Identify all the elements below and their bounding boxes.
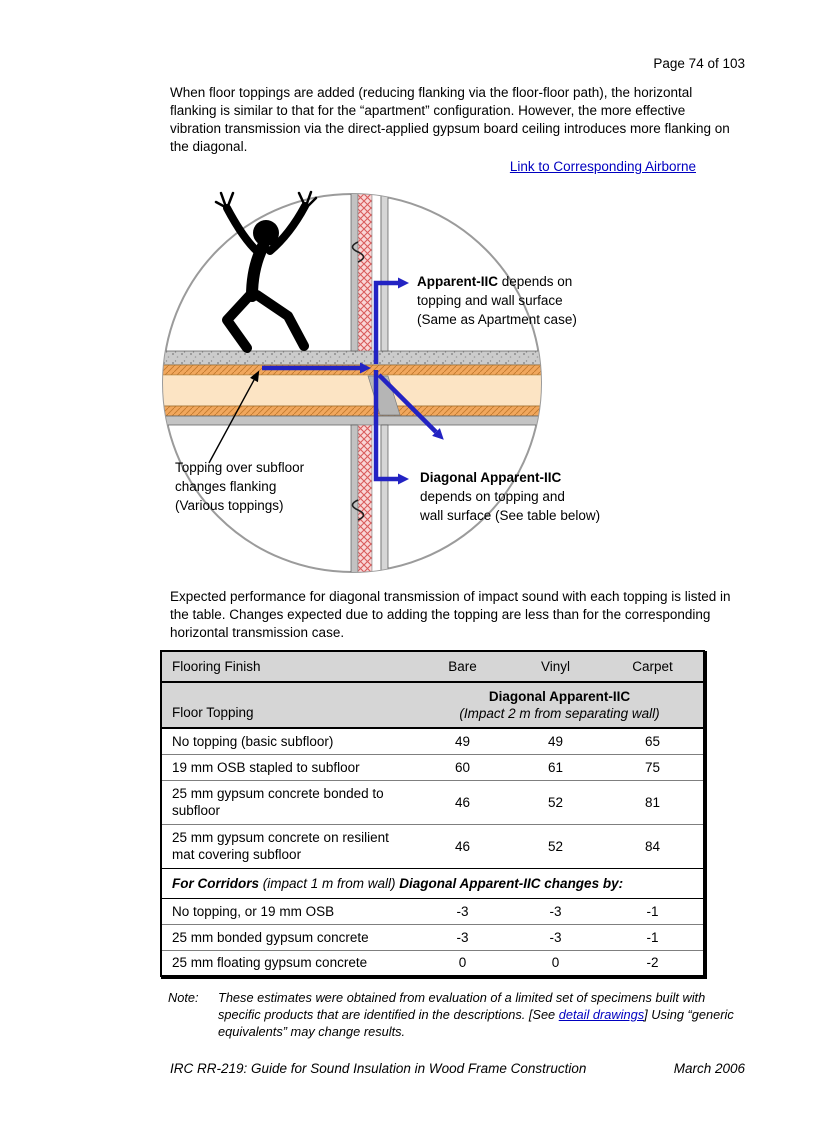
diagonal-path-arrowhead <box>432 428 444 440</box>
note-block: Note: These estimates were obtained from… <box>168 989 738 1040</box>
table-subheader-row: Floor Topping Diagonal Apparent-IIC (Imp… <box>161 682 704 729</box>
footer-date: March 2006 <box>673 1061 745 1076</box>
diagram-region: Apparent-IIC depends on topping and wall… <box>0 180 816 580</box>
transmission-path-arrows <box>262 277 444 485</box>
jumping-person-figure <box>214 190 318 353</box>
table-row: 25 mm bonded gypsum concrete -3 -3 -1 <box>161 924 704 951</box>
note-text: These estimates were obtained from evalu… <box>218 990 734 1039</box>
page-footer: IRC RR-219: Guide for Sound Insulation i… <box>170 1061 745 1076</box>
diagonal-label-arrowhead <box>398 473 409 485</box>
performance-table: Flooring Finish Bare Vinyl Carpet Floor … <box>160 650 705 977</box>
table-row: No topping (basic subfloor) 49 49 65 <box>161 728 704 755</box>
col-header-carpet: Carpet <box>602 651 704 683</box>
col-header-bare: Bare <box>416 651 509 683</box>
footer-title: IRC RR-219: Guide for Sound Insulation i… <box>170 1061 587 1076</box>
break-mark-squiggles <box>351 241 365 521</box>
topping-label: Topping over subfloor changes flanking (… <box>175 460 305 513</box>
floor-wall-junction-diagram <box>162 190 542 573</box>
airborne-link-row: Link to Corresponding Airborne <box>170 159 726 174</box>
table-row: 25 mm gypsum concrete on resilient mat c… <box>161 824 704 869</box>
diagonal-apparent-iic-label: Diagonal Apparent-IIC depends on topping… <box>420 470 601 523</box>
table-intro-paragraph: Expected performance for diagonal transm… <box>170 589 731 640</box>
diagonal-apparent-iic-header: Diagonal Apparent-IIC (Impact 2 m from s… <box>416 682 704 729</box>
table-header-row: Flooring Finish Bare Vinyl Carpet <box>161 651 704 683</box>
detail-drawings-link[interactable]: detail drawings <box>558 1007 645 1022</box>
col-header-floor-topping: Floor Topping <box>161 682 416 729</box>
intro-paragraph: When floor toppings are added (reducing … <box>170 85 730 154</box>
corridor-section-header-row: For Corridors (impact 1 m from wall) Dia… <box>161 868 704 899</box>
col-header-vinyl: Vinyl <box>509 651 602 683</box>
col-header-flooring-finish: Flooring Finish <box>161 651 416 683</box>
table-row: 25 mm floating gypsum concrete 0 0 -2 <box>161 950 704 977</box>
airborne-link[interactable]: Link to Corresponding Airborne <box>509 159 696 174</box>
table-row: 19 mm OSB stapled to subfloor 60 61 75 <box>161 754 704 781</box>
note-label: Note: <box>168 990 199 1005</box>
apparent-iic-label: Apparent-IIC depends on topping and wall… <box>417 274 577 327</box>
topping-pointer-arrow <box>208 370 260 464</box>
corridor-section-header: For Corridors (impact 1 m from wall) Dia… <box>161 868 704 899</box>
table-row: No topping, or 19 mm OSB -3 -3 -1 <box>161 898 704 925</box>
floor-assembly <box>163 350 541 426</box>
table-row: 25 mm gypsum concrete bonded to subfloor… <box>161 780 704 825</box>
junction-arrowhead <box>360 362 371 374</box>
page-number: Page 74 of 103 <box>653 56 745 71</box>
apparent-arrowhead <box>398 277 409 289</box>
